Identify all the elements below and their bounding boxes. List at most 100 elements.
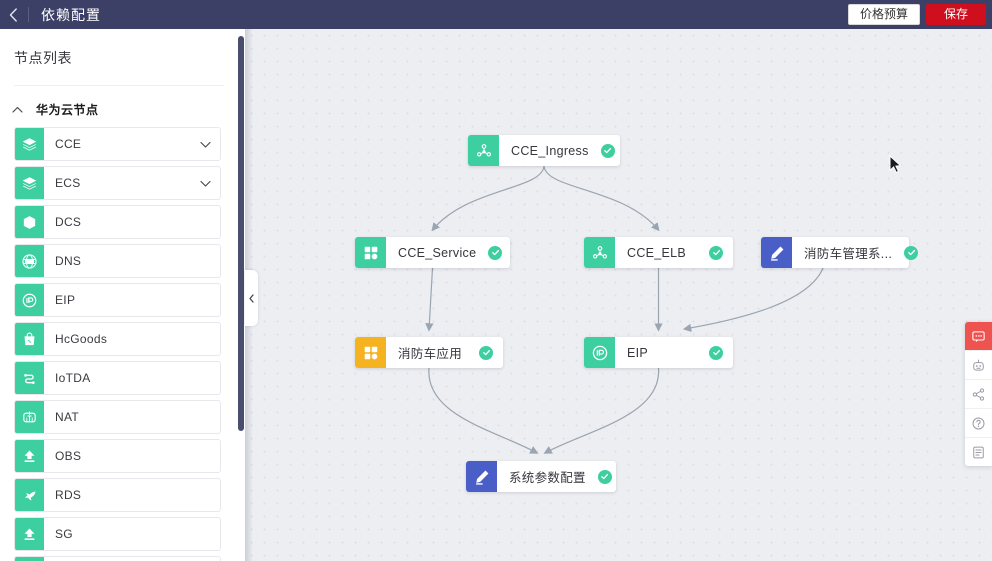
sidebar-item-label: NAT [55, 410, 80, 424]
graph-node-label: 系统参数配置 [509, 471, 586, 485]
node-type-icon [466, 461, 497, 492]
nat-gateway-icon [23, 410, 36, 422]
graph-edges [425, 165, 824, 454]
toolbar-document-button[interactable] [965, 438, 992, 466]
sidebar-divider [14, 85, 224, 86]
sidebar-item-nat[interactable]: NAT [14, 400, 221, 434]
sidebar-scrollbar-thumb[interactable] [238, 36, 244, 431]
graph-edge [543, 165, 660, 232]
cube-icon [23, 215, 36, 229]
service-icon-badge [15, 128, 44, 160]
toolbar-help-button[interactable] [965, 409, 992, 438]
toolbar-share-button[interactable] [965, 380, 992, 409]
dolphin-icon [24, 491, 36, 500]
node-type-icon [355, 337, 386, 368]
service-icon-badge [15, 284, 44, 316]
graph-node-label: EIP [627, 345, 649, 360]
robot-icon [973, 359, 984, 371]
sidebar-item-label: IoTDA [55, 371, 91, 385]
graph-node-sys_param[interactable]: 系统参数配置 [466, 461, 616, 492]
graph-node-label: 消防车应用 [398, 347, 463, 361]
node-type-icon [355, 237, 386, 268]
ip-circle-icon [22, 293, 37, 307]
sidebar-collapse-handle[interactable] [245, 270, 258, 326]
graph-node-eip_node[interactable]: EIP [584, 337, 733, 368]
graph-node-cce_elb[interactable]: CCE_ELB [584, 237, 733, 268]
back-button[interactable] [0, 0, 26, 29]
graph-node-label: CCE_Service [398, 245, 477, 260]
sidebar-item-rds[interactable]: RDS [14, 478, 221, 512]
status-ok-icon [709, 345, 723, 360]
sidebar-item-label: SG [55, 527, 73, 541]
status-ok-icon [597, 469, 612, 484]
graph-node-cce_ingress[interactable]: CCE_Ingress [468, 135, 620, 166]
chevron-down-icon[interactable] [200, 128, 211, 160]
service-icon-badge [15, 518, 44, 550]
help-icon [972, 416, 985, 430]
save-button[interactable]: 保存 [925, 4, 986, 25]
graph-node-label: CCE_Ingress [511, 143, 589, 158]
iot-link-icon [24, 373, 35, 384]
layers-icon [22, 176, 37, 190]
page-title: 依赖配置 [41, 6, 101, 23]
chevron-down-icon[interactable] [200, 167, 211, 199]
graph-node-cce_service[interactable]: CCE_Service [355, 237, 510, 268]
graph-node-fire_sys[interactable]: 消防车管理系... [761, 237, 919, 268]
sidebar-group-huaweicloud[interactable]: 华为云节点 [0, 86, 238, 127]
service-icon-badge [15, 167, 44, 199]
top-bar: 依赖配置 价格预算 保存 [0, 0, 992, 29]
service-icon-badge [15, 479, 44, 511]
sidebar-item-label: EIP [55, 293, 76, 307]
node-type-icon [584, 337, 615, 368]
sidebar-item-label: DCS [55, 215, 82, 229]
node-type-icon [761, 237, 792, 268]
graph-edge [543, 367, 660, 454]
toolbar-comment-button[interactable] [965, 322, 992, 351]
status-ok-icon [709, 245, 723, 260]
sidebar-item-obs[interactable]: OBS [14, 439, 221, 473]
sidebar-item-label: DNS [55, 254, 82, 268]
status-ok-icon [904, 245, 919, 260]
graph-edge [425, 267, 434, 332]
sidebar-item-hcgoods[interactable]: HcGoods [14, 322, 221, 356]
sidebar-item-label: ECS [55, 176, 81, 190]
status-ok-icon [479, 345, 493, 360]
grid-four-icon [364, 346, 377, 359]
graph-edge [682, 267, 824, 332]
sidebar-item-eip[interactable]: EIP [14, 283, 221, 317]
topbar-actions: 价格预算 保存 [847, 0, 986, 29]
sidebar-item-dcs[interactable]: DCS [14, 205, 221, 239]
graph-edge [431, 165, 545, 232]
service-icon-badge [15, 206, 44, 238]
node-type-icon [468, 135, 499, 166]
ip-circle-icon [592, 345, 607, 360]
chevron-left-icon [9, 7, 17, 22]
layers-icon [22, 137, 37, 151]
share-icon [972, 387, 985, 401]
graph-node-label: 消防车管理系... [804, 247, 893, 261]
chevron-up-icon [12, 106, 23, 113]
comment-icon [972, 330, 985, 342]
sidebar-item-cce[interactable]: CCE [14, 127, 221, 161]
sidebar-item-iotda[interactable]: IoTDA [14, 361, 221, 395]
service-icon-badge [15, 362, 44, 394]
sidebar-item-label: HcGoods [55, 332, 108, 346]
sidebar-item-label: OBS [55, 449, 82, 463]
sidebar-item-vpc[interactable]: VPC [14, 556, 221, 561]
dns-globe-icon [22, 253, 37, 269]
sidebar-item-sg[interactable]: SG [14, 517, 221, 551]
graph-node-fire_app[interactable]: 消防车应用 [355, 337, 503, 368]
node-type-icon [584, 237, 615, 268]
price-budget-button[interactable]: 价格预算 [847, 4, 920, 25]
sidebar-item-label: CCE [55, 137, 82, 151]
sidebar-item-label: RDS [55, 488, 82, 502]
toolbar-robot-button[interactable] [965, 351, 992, 380]
sidebar-item-dns[interactable]: DNS [14, 244, 221, 278]
sidebar-title: 节点列表 [14, 50, 72, 66]
service-icon-badge [15, 323, 44, 355]
sidebar-item-ecs[interactable]: ECS [14, 166, 221, 200]
